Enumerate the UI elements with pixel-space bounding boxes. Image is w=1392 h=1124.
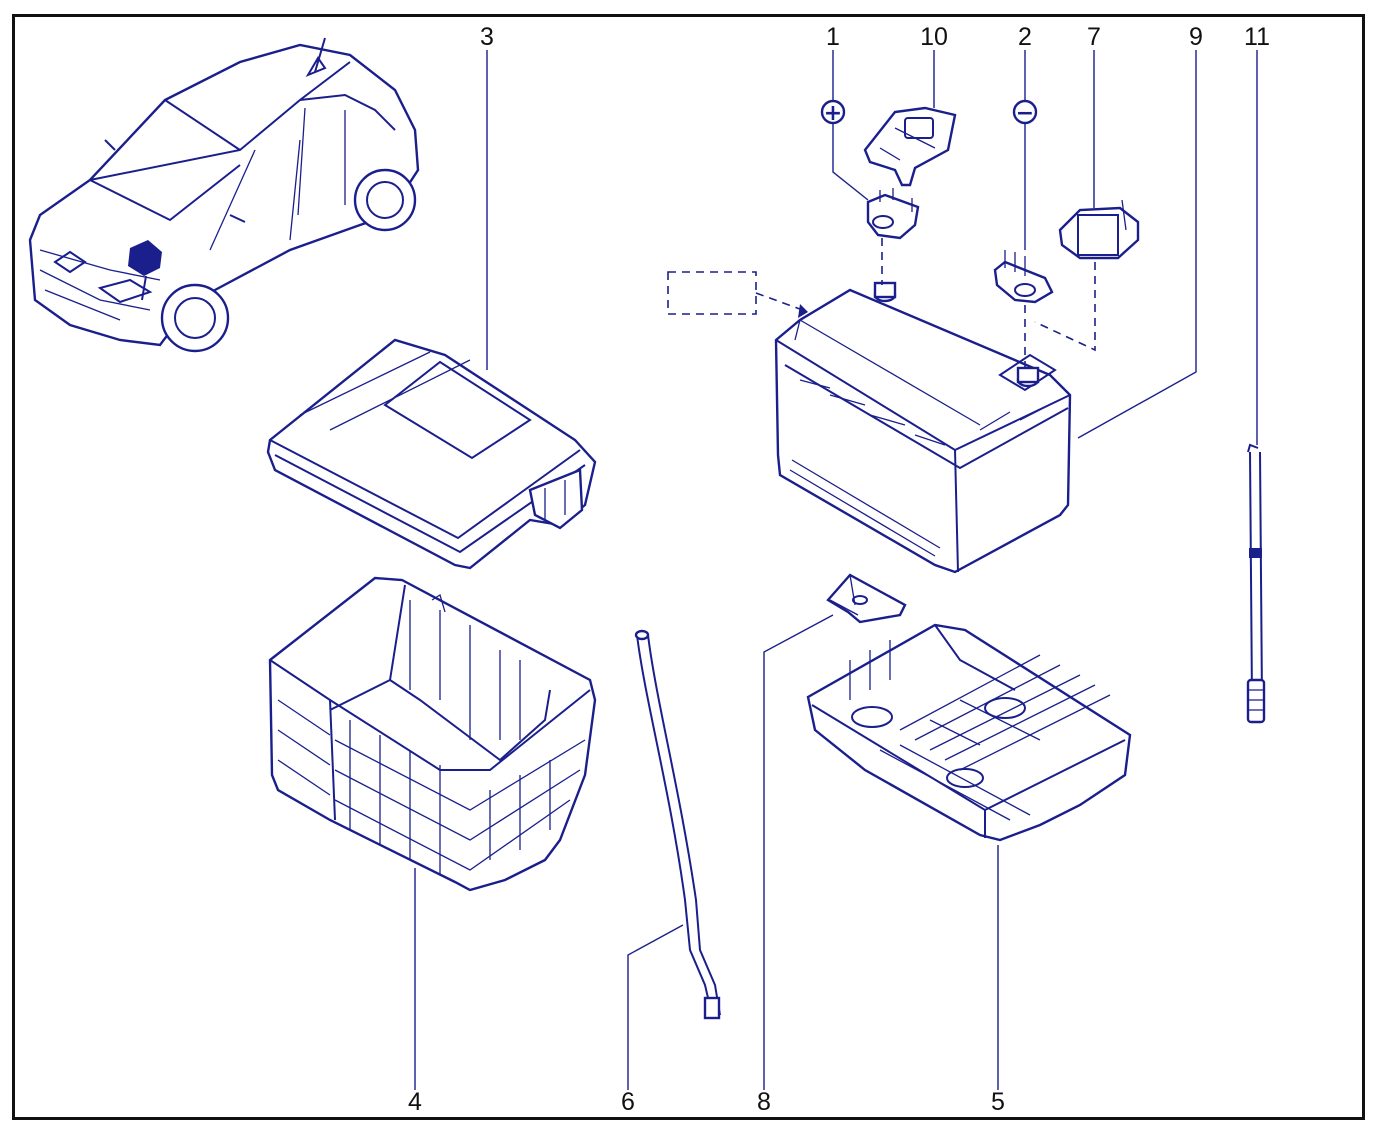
positive-terminal-part-1: [866, 188, 920, 285]
leader-lines: [414, 50, 1258, 1090]
polarity-symbols: + −: [820, 99, 1038, 126]
negative-terminal-part-2: [993, 250, 1054, 368]
battery-part-9: [774, 281, 1072, 574]
callout-9: 9: [1189, 23, 1203, 51]
callout-2: 2: [1018, 23, 1032, 51]
car-illustration: [28, 37, 420, 353]
callout-8: 8: [757, 1088, 771, 1116]
hold-down-rod-part-11: [1246, 443, 1266, 724]
callout-7: 7: [1087, 23, 1101, 51]
negative-symbol: −: [1016, 101, 1034, 126]
battery-tray-base-part-5: [806, 623, 1132, 842]
callout-5: 5: [991, 1088, 1005, 1116]
callout-6: 6: [621, 1088, 635, 1116]
battery-box-part-4: [268, 576, 597, 892]
vent-hose-part-6: [634, 629, 721, 1020]
hold-down-clamp-part-8: [826, 573, 907, 624]
terminal-cover-part-10: [863, 106, 957, 187]
callout-4: 4: [408, 1088, 422, 1116]
positive-symbol: +: [824, 101, 842, 126]
label-placeholder: [667, 271, 809, 318]
battery-cover-part-3: [266, 338, 597, 570]
callout-1: 1: [826, 23, 840, 51]
callout-3: 3: [480, 23, 494, 51]
callout-10: 10: [920, 23, 948, 51]
battery-sensor-part-7: [1034, 199, 1140, 352]
callout-11: 11: [1244, 23, 1270, 51]
